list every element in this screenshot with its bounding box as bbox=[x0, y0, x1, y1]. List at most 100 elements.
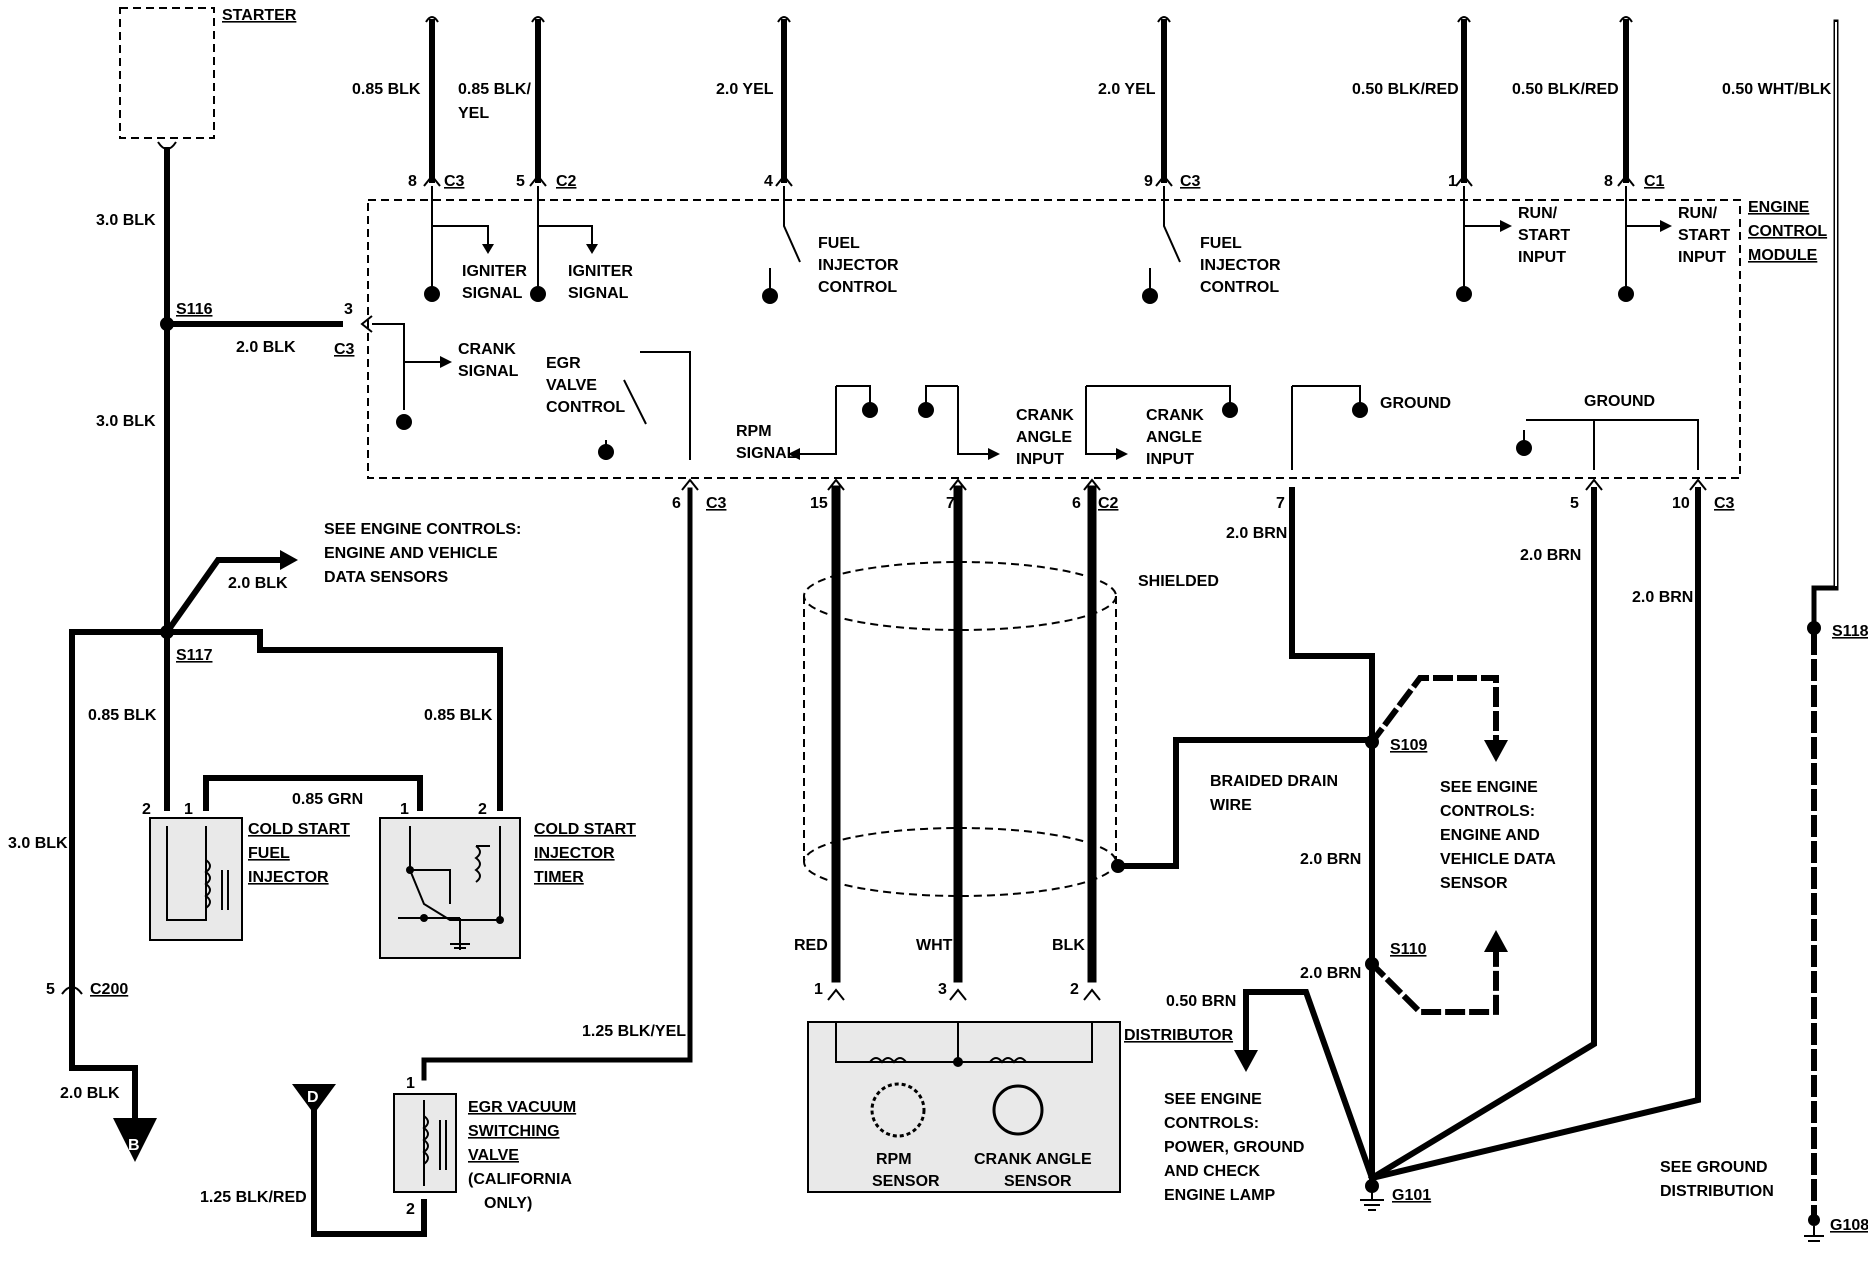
c200-pin: 5 bbox=[46, 981, 55, 998]
braided-label-1: BRAIDED DRAIN bbox=[1210, 773, 1338, 790]
rpm-sensor-2: SENSOR bbox=[872, 1173, 940, 1190]
see-ground-1: SEE GROUND bbox=[1660, 1159, 1768, 1176]
cold-inj-label-3: INJECTOR bbox=[248, 869, 329, 886]
crank-angle-2b: ANGLE bbox=[1146, 429, 1202, 446]
shielded-label: SHIELDED bbox=[1138, 573, 1219, 590]
crank-angle-1a: CRANK bbox=[1016, 407, 1074, 424]
wire-label-2blk-s116: 2.0 BLK bbox=[236, 339, 296, 356]
pin-1: 1 bbox=[1448, 173, 1457, 190]
see-power-4: AND CHECK bbox=[1164, 1163, 1260, 1180]
see-power-1: SEE ENGINE bbox=[1164, 1091, 1262, 1108]
pin-7: 7 bbox=[946, 495, 955, 512]
egr-ctrl-2: VALVE bbox=[546, 377, 597, 394]
wire-label-085blk-left: 0.85 BLK bbox=[88, 707, 157, 724]
egr-sw-label-2: SWITCHING bbox=[468, 1123, 560, 1140]
wire-085grn bbox=[203, 775, 423, 811]
egr-sw-label-3: VALVE bbox=[468, 1147, 519, 1164]
igniter-signal-2a: IGNITER bbox=[568, 263, 633, 280]
dist-pin-1: 1 bbox=[814, 981, 823, 998]
wire-label-125blkred: 1.25 BLK/RED bbox=[200, 1189, 307, 1206]
run-start-2a: RUN/ bbox=[1678, 205, 1718, 222]
inj-pin-2: 2 bbox=[142, 801, 151, 818]
ecm-ground-symbols-top bbox=[424, 220, 1672, 304]
wire-label-3blk-a: 3.0 BLK bbox=[96, 212, 156, 229]
timer-node-2 bbox=[420, 914, 428, 922]
crank-sensor-2: SENSOR bbox=[1004, 1173, 1072, 1190]
wire-label-20yel-a: 2.0 YEL bbox=[716, 81, 774, 98]
wire-20brn-pin10 bbox=[1368, 487, 1701, 1182]
starter-box bbox=[119, 7, 215, 139]
wire-050whtblk bbox=[1811, 19, 1839, 629]
wire-s109-branch bbox=[1367, 675, 1499, 747]
s118-label: S118 bbox=[1832, 623, 1868, 640]
ground-g101-symbol bbox=[1360, 1186, 1384, 1211]
ecm-label-1: ENGINE bbox=[1748, 199, 1810, 216]
wire-label-085blkyel-2: YEL bbox=[458, 105, 489, 122]
ecm-label-3: MODULE bbox=[1748, 247, 1818, 264]
see-sensor-r2: CONTROLS: bbox=[1440, 803, 1535, 820]
wire-label-085grn: 0.85 GRN bbox=[292, 791, 363, 808]
c3-label-3: C3 bbox=[706, 495, 727, 512]
wire-label-20brn-b: 2.0 BRN bbox=[1520, 547, 1581, 564]
pin-10: 10 bbox=[1672, 495, 1690, 512]
run-start-2b: START bbox=[1678, 227, 1730, 244]
ground-label-1: GROUND bbox=[1380, 395, 1451, 412]
see-sensor-r4: VEHICLE DATA bbox=[1440, 851, 1556, 868]
braided-label-2: WIRE bbox=[1210, 797, 1252, 814]
wire-braided-drain bbox=[1115, 737, 1375, 869]
egr-pin-2: 2 bbox=[406, 1201, 415, 1218]
marker-b: B bbox=[128, 1137, 140, 1154]
pin-4: 4 bbox=[764, 173, 773, 190]
ground-label-2: GROUND bbox=[1584, 393, 1655, 410]
wire-label-2blk-s117: 2.0 BLK bbox=[228, 575, 288, 592]
see-sensor-r1: SEE ENGINE bbox=[1440, 779, 1538, 796]
timer-circuit bbox=[398, 826, 501, 950]
wire-label-blk: BLK bbox=[1052, 937, 1085, 954]
egr-ctrl-3: CONTROL bbox=[546, 399, 625, 416]
timer-pin-2: 2 bbox=[478, 801, 487, 818]
c3-label-1: C3 bbox=[444, 173, 465, 190]
s110-label: S110 bbox=[1390, 941, 1427, 958]
cold-timer-label-3: TIMER bbox=[534, 869, 584, 886]
fuel-inj-ctrl-2a: FUEL bbox=[1200, 235, 1242, 252]
ecm-label-2: CONTROL bbox=[1748, 223, 1827, 240]
wire-label-red: RED bbox=[794, 937, 828, 954]
dist-pin-3: 3 bbox=[938, 981, 947, 998]
wire-3blk-left bbox=[69, 629, 170, 1121]
wire-label-050whtblk: 0.50 WHT/BLK bbox=[1722, 81, 1832, 98]
arrow-2blk-s117 bbox=[280, 550, 298, 570]
igniter-signal-1b: SIGNAL bbox=[462, 285, 523, 302]
c3-label-left: C3 bbox=[334, 341, 355, 358]
starter-label: STARTER bbox=[222, 7, 297, 24]
pin-9-c3: 9 bbox=[1144, 173, 1153, 190]
run-start-1a: RUN/ bbox=[1518, 205, 1558, 222]
inj-coil bbox=[166, 826, 229, 921]
egr-sw-label-5: ONLY) bbox=[484, 1195, 532, 1212]
see-sensors-1: SEE ENGINE CONTROLS: bbox=[324, 521, 521, 538]
distributor-node bbox=[953, 1057, 963, 1067]
timer-pin-1: 1 bbox=[400, 801, 409, 818]
engine-control-module-box bbox=[367, 199, 1741, 479]
wire-label-2blk-b: 2.0 BLK bbox=[60, 1085, 120, 1102]
wire-085blk-timer bbox=[164, 629, 503, 811]
c2-label-2: C2 bbox=[1098, 495, 1119, 512]
arrow-050brn bbox=[1234, 1050, 1258, 1072]
egr-ctrl-1: EGR bbox=[546, 355, 581, 372]
inj-pin-1: 1 bbox=[184, 801, 193, 818]
cold-timer-label-2: INJECTOR bbox=[534, 845, 615, 862]
see-ground-2: DISTRIBUTION bbox=[1660, 1183, 1774, 1200]
wire-label-125blkyel: 1.25 BLK/YEL bbox=[582, 1023, 686, 1040]
crank-angle-1c: INPUT bbox=[1016, 451, 1064, 468]
wire-label-050blkred-b: 0.50 BLK/RED bbox=[1512, 81, 1619, 98]
arrow-s110 bbox=[1484, 930, 1508, 952]
see-power-3: POWER, GROUND bbox=[1164, 1139, 1304, 1156]
marker-b-arrow bbox=[113, 1118, 157, 1162]
g108-label: G108 bbox=[1830, 1217, 1868, 1234]
c200-connector bbox=[61, 986, 83, 995]
pin-3: 3 bbox=[344, 301, 353, 318]
wire-label-3blk-c: 3.0 BLK bbox=[8, 835, 68, 852]
pin-5b: 5 bbox=[1570, 495, 1579, 512]
starter-connector bbox=[157, 141, 177, 150]
marker-d-arrow bbox=[292, 1084, 336, 1114]
wire-050brn bbox=[1243, 989, 1376, 1182]
